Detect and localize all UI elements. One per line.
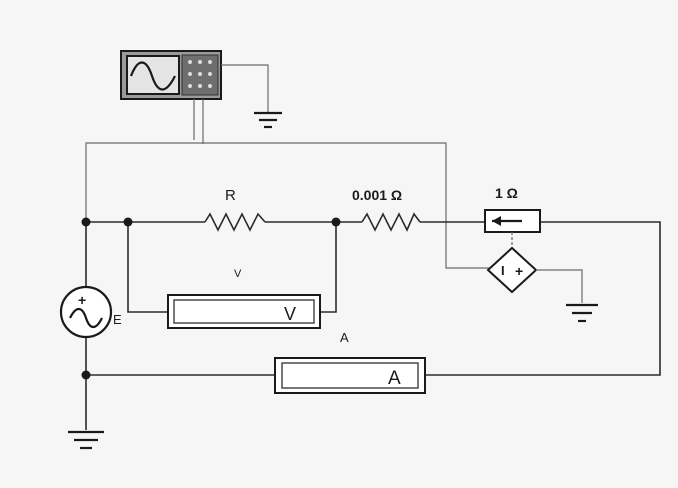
ammeter-name: A [340,330,349,345]
source-branch-wire [85,222,275,430]
ac-source-icon[interactable] [59,285,113,339]
ammeter[interactable] [274,357,426,394]
oscilloscope-probe-wires [193,99,204,144]
controlled-source-glyph: I [501,263,505,278]
resistor-one-ohm[interactable] [484,209,541,252]
ac-source-label: E [113,312,122,327]
controlled-current-source-icon[interactable] [486,246,538,294]
resistor-shunt-label: 0.001 Ω [352,187,402,203]
resistor-shunt[interactable] [361,212,421,232]
resistor-r[interactable] [204,212,266,232]
ammeter-unit: A [388,368,401,389]
oscilloscope-icon[interactable] [120,50,222,100]
ground-icon [68,430,104,450]
oscilloscope-ground-wire [221,64,269,112]
controlled-source-ground-wire [536,269,583,303]
junction-nodes [81,217,341,380]
main-branch-wire [86,221,661,376]
voltmeter-branch-wire [127,222,337,313]
voltmeter-unit: V [284,304,296,324]
ground-icon [566,303,598,323]
controlled-source-plus: + [515,263,523,279]
resistor-one-ohm-label: 1 Ω [495,185,518,201]
resistor-r-label: R [225,187,236,204]
top-bus-wire [85,142,495,269]
ac-source-plus: + [78,292,86,308]
voltmeter[interactable] [167,294,321,329]
voltmeter-name: V [234,268,242,280]
ground-icon [254,111,282,129]
